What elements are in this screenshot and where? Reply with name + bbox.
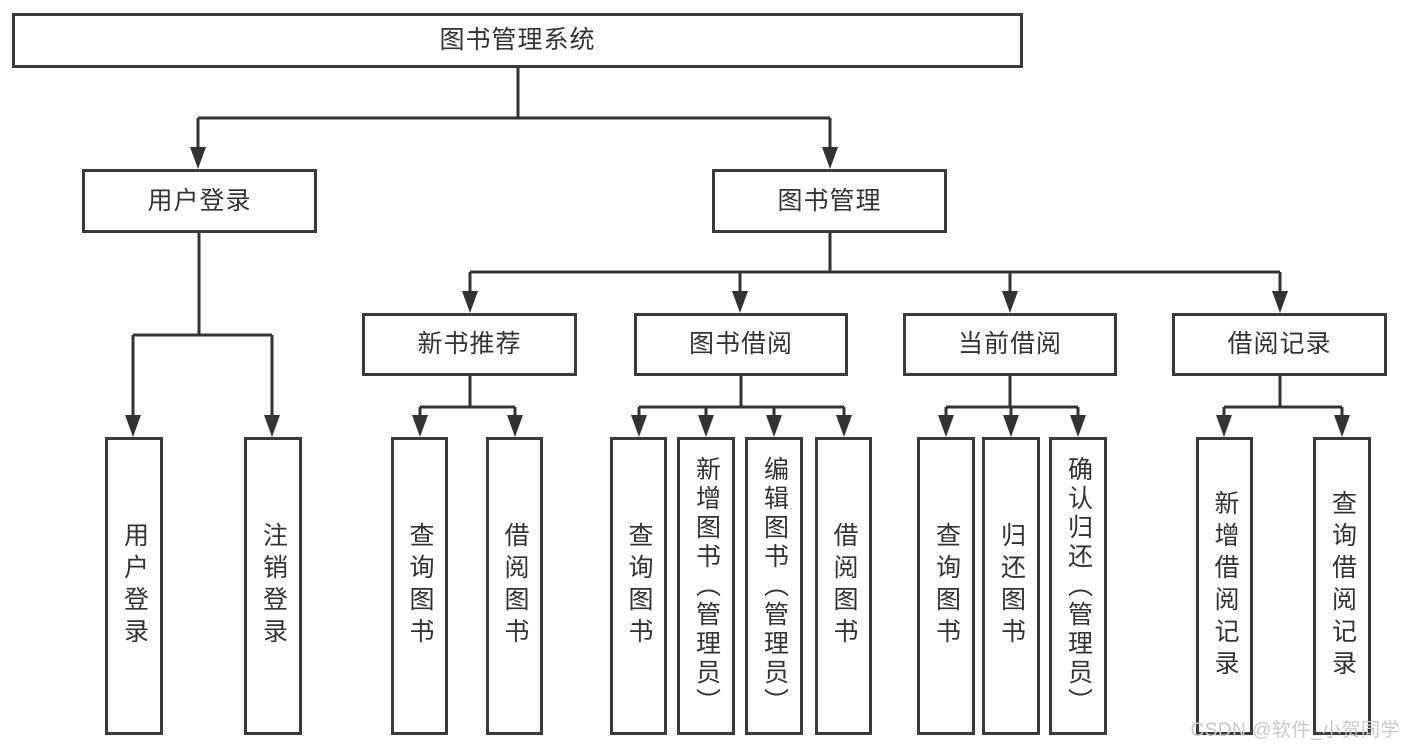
arrowheads-level2 [190, 147, 838, 169]
arrowheads-bookborrow-leaves [631, 415, 852, 437]
connector-userlogin-to-leaves [131, 233, 274, 415]
connector-currentborrow-to-leaves [944, 376, 1080, 415]
leaf-logout: 注销登录 [244, 437, 302, 735]
connector-root-to-level2 [196, 68, 832, 147]
node-current-borrowing: 当前借阅 [903, 313, 1117, 376]
arrowheads-level3 [462, 291, 1288, 313]
node-book-borrowing: 图书借阅 [634, 313, 848, 376]
node-new-book-recommend: 新书推荐 [362, 313, 577, 376]
node-user-login: 用户登录 [82, 169, 317, 233]
leaf-add-borrow-record: 新增借阅记录 [1196, 437, 1253, 735]
connector-newbook-to-leaves [418, 376, 517, 415]
leaf-return-books: 归还图书 [982, 437, 1040, 735]
arrowheads-currentborrow-leaves [938, 415, 1086, 437]
leaf-query-books-1: 查询图书 [391, 437, 448, 735]
node-book-management: 图书管理 [712, 169, 947, 233]
leaf-query-books-2: 查询图书 [610, 437, 667, 735]
leaf-confirm-return-admin: 确认归还（管理员） [1049, 437, 1107, 735]
connector-bookborrow-to-leaves [637, 376, 846, 415]
connector-bookmgmt-to-level3 [468, 233, 1282, 291]
csdn-watermark: CSDN @软件_小贺同学 [1190, 720, 1400, 741]
leaf-user-login: 用户登录 [105, 437, 163, 735]
arrowheads-newbook-leaves [412, 415, 523, 437]
node-library-system: 图书管理系统 [12, 13, 1023, 68]
arrowheads-userlogin-leaves [125, 415, 280, 437]
leaf-query-books-3: 查询图书 [917, 437, 975, 735]
leaf-add-book-admin: 新增图书（管理员） [677, 437, 735, 735]
arrowheads-borrowrecord-leaves [1216, 415, 1350, 437]
leaf-query-borrow-record: 查询借阅记录 [1313, 437, 1371, 735]
node-borrowing-records: 借阅记录 [1172, 313, 1387, 376]
connector-borrowrecord-to-leaves [1222, 376, 1344, 415]
leaf-edit-book-admin: 编辑图书（管理员） [745, 437, 803, 735]
leaf-borrow-books-1: 借阅图书 [486, 437, 543, 735]
leaf-borrow-books-2: 借阅图书 [815, 437, 872, 735]
